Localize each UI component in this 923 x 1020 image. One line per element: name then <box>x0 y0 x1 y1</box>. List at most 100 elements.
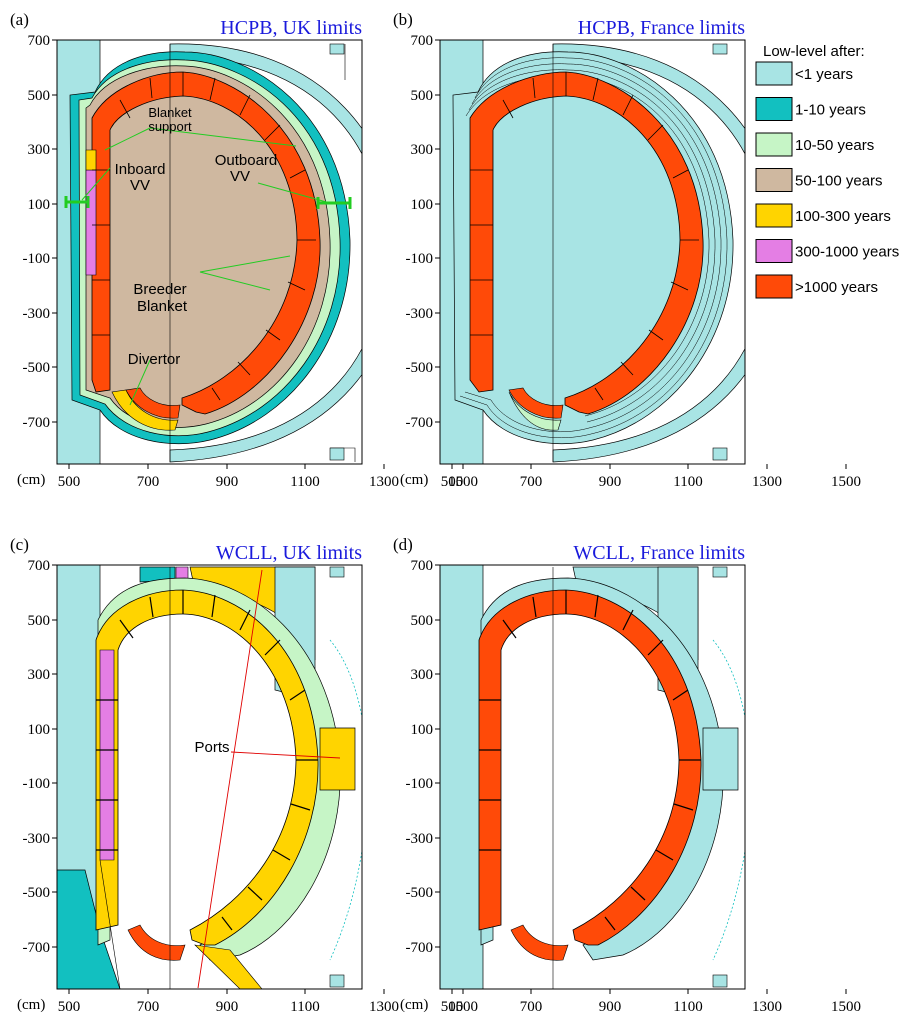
legend-label: 10-50 years <box>795 137 874 154</box>
y-tick-label: -300 <box>406 306 434 322</box>
divertor-region <box>508 391 562 431</box>
divertor-inner <box>125 387 181 419</box>
panel-title: WCLL, UK limits <box>216 542 362 564</box>
x-tick-label: 1300 <box>752 999 782 1015</box>
x-tick-label: 1300 <box>369 474 399 490</box>
y-tick-label: -500 <box>23 885 51 901</box>
panel-c: Ports <box>57 565 362 989</box>
legend-swatch <box>755 274 793 299</box>
axis-unit: (cm) <box>400 472 428 488</box>
y-tick-label: -500 <box>406 360 434 376</box>
cryostat-region <box>440 565 484 989</box>
x-tick-label: 1500 <box>448 999 478 1015</box>
divertor-inner <box>508 387 564 419</box>
x-tick-label: 1500 <box>448 474 478 490</box>
x-tick-label: 1500 <box>831 474 861 490</box>
x-tick-label: 700 <box>520 474 543 490</box>
legend-label: 100-300 years <box>795 208 891 225</box>
annot-divertor: Divertor <box>128 351 181 368</box>
y-tick-label: 300 <box>28 142 51 158</box>
legend-swatch <box>755 132 793 157</box>
annot-support: support <box>148 119 192 134</box>
panel-letter: (c) <box>10 535 29 554</box>
legend-swatch <box>755 97 793 121</box>
x-tick-label: 700 <box>520 999 543 1015</box>
x-tick-label: 900 <box>599 474 622 490</box>
annot-inboard: Inboard <box>115 161 166 178</box>
legend-swatch <box>755 61 793 86</box>
inboard-yellow <box>85 149 97 171</box>
y-tick-label: -300 <box>406 831 434 847</box>
y-tick-label: -100 <box>23 776 51 792</box>
panel-b-geometry <box>440 40 745 464</box>
x-tick-label: 1100 <box>290 999 319 1015</box>
plot-frame <box>56 564 363 990</box>
y-tick-label: -700 <box>406 415 434 431</box>
y-tick-label: -300 <box>23 831 51 847</box>
axis-unit: (cm) <box>17 997 45 1013</box>
legend-swatch <box>755 203 793 228</box>
panel-title: HCPB, UK limits <box>220 17 362 39</box>
y-tick-label: 700 <box>411 558 434 574</box>
annot-ports: Ports <box>194 739 229 756</box>
annot-breeder: Breeder <box>133 281 186 298</box>
divertor-region <box>510 924 569 961</box>
plot-frame <box>439 564 746 990</box>
axis-unit: (cm) <box>400 997 428 1013</box>
annot-outboard: Outboard <box>215 152 278 169</box>
x-tick-label: 500 <box>441 474 464 490</box>
legend-title: Low-level after: <box>763 43 865 60</box>
panel-title: WCLL, France limits <box>573 542 745 564</box>
legend-label: 300-1000 years <box>795 244 899 261</box>
x-tick-label: 900 <box>599 999 622 1015</box>
divertor-region <box>111 389 179 431</box>
plot-frame <box>439 39 746 465</box>
x-tick-label: 1300 <box>369 999 399 1015</box>
axis-unit: (cm) <box>17 472 45 488</box>
divertor-region <box>127 924 186 961</box>
legend-swatch <box>755 239 793 263</box>
panel-letter: (a) <box>10 10 29 29</box>
x-tick-label: 1100 <box>673 474 702 490</box>
panel-a: Blanket support Inboard VV Outboard VV B… <box>57 40 362 464</box>
y-tick-label: -100 <box>406 776 434 792</box>
y-tick-label: -100 <box>23 251 51 267</box>
x-tick-label: 700 <box>137 999 160 1015</box>
x-tick-label: 900 <box>216 474 239 490</box>
y-tick-label: 100 <box>28 197 51 213</box>
y-tick-label: -700 <box>23 940 51 956</box>
y-tick-label: -700 <box>23 415 51 431</box>
panel-d-geometry <box>440 565 745 989</box>
outboard-port <box>319 727 356 791</box>
y-tick-label: 100 <box>411 722 434 738</box>
y-tick-label: 500 <box>28 613 51 629</box>
y-tick-label: 100 <box>28 722 51 738</box>
y-tick-label: 700 <box>28 33 51 49</box>
outboard-port <box>702 727 739 791</box>
panel-title: HCPB, France limits <box>578 17 745 39</box>
y-tick-label: 500 <box>28 88 51 104</box>
y-tick-label: -300 <box>23 306 51 322</box>
x-tick-label: 700 <box>137 474 160 490</box>
x-tick-label: 1300 <box>752 474 782 490</box>
y-tick-label: 300 <box>411 142 434 158</box>
y-tick-label: 300 <box>411 667 434 683</box>
y-tick-label: 500 <box>411 613 434 629</box>
y-tick-label: -700 <box>406 940 434 956</box>
x-tick-label: 500 <box>58 474 81 490</box>
panel-a-geometry: Blanket support Inboard VV Outboard VV B… <box>57 40 362 464</box>
y-tick-label: 700 <box>411 33 434 49</box>
y-tick-label: -500 <box>23 360 51 376</box>
legend-label: 1-10 years <box>795 102 866 119</box>
panel-letter: (d) <box>393 535 413 554</box>
axes-frames: 700 500 300 100 -100 -300 -500 -700 500 700 900 110… <box>10 10 861 1015</box>
x-tick-label: 1100 <box>673 999 702 1015</box>
y-tick-label: 300 <box>28 667 51 683</box>
panel-d <box>440 565 745 989</box>
legend-swatch <box>755 168 793 192</box>
panel-letter: (b) <box>393 10 413 29</box>
lower-port <box>194 944 263 989</box>
x-tick-label: 900 <box>216 999 239 1015</box>
legend-label: >1000 years <box>795 279 878 296</box>
